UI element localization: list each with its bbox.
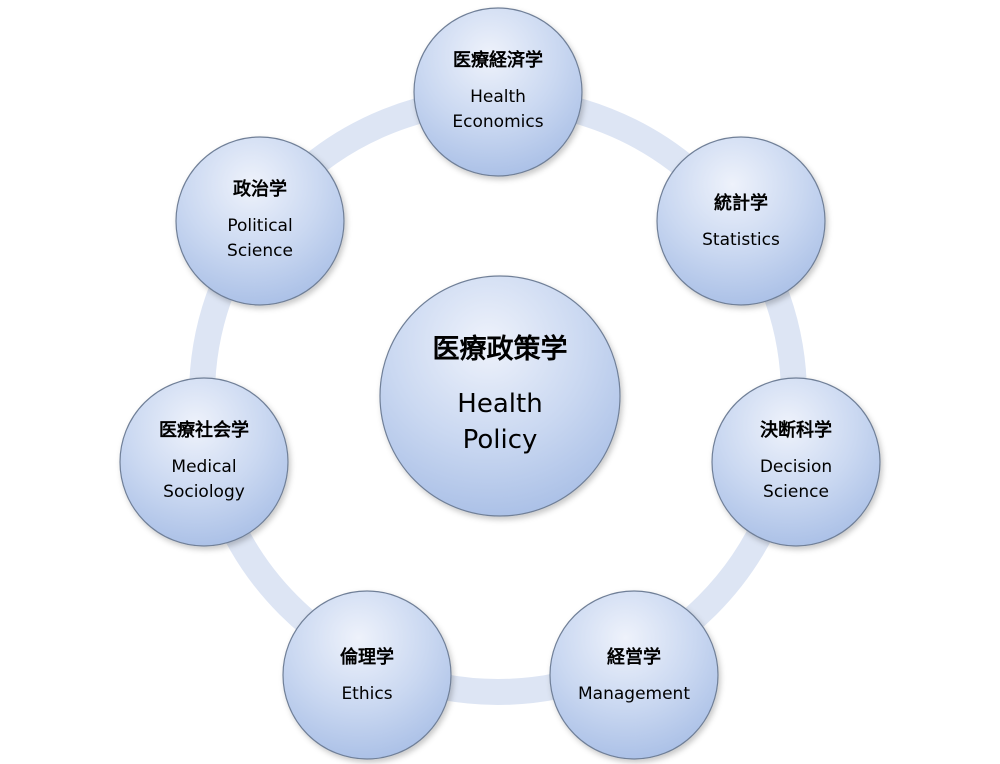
- node-label-en-health-economics-line2: Economics: [452, 112, 543, 132]
- node-label-en-political-science-line1: Political: [227, 216, 292, 236]
- node-label-ja-decision-science: 決断科学: [760, 419, 832, 441]
- node-label-en-medical-sociology-line1: Medical: [171, 457, 236, 477]
- node-circle-health-economics: [413, 7, 583, 177]
- node-circle-medical-sociology: [119, 377, 289, 547]
- node-circle-statistics: [656, 136, 826, 306]
- center-title-en-line2: Policy: [463, 425, 538, 455]
- node-label-ja-health-economics: 医療経済学: [453, 49, 543, 71]
- node-label-ja-ethics: 倫理学: [340, 646, 394, 668]
- nodes-layer: 医療経済学HealthEconomics統計学Statistics決断科学Dec…: [119, 7, 881, 760]
- node-label-en-medical-sociology-line2: Sociology: [163, 482, 245, 502]
- node-circle-ethics: [282, 590, 452, 760]
- node-label-en-health-economics-line1: Health: [470, 87, 526, 107]
- node-label-ja-political-science: 政治学: [233, 178, 287, 200]
- node-label-en-statistics-line1: Statistics: [702, 230, 780, 250]
- center-title-ja: 医療政策学: [433, 333, 568, 365]
- node-circle-political-science: [175, 136, 345, 306]
- node-circle-management: [549, 590, 719, 760]
- node-label-ja-management: 経営学: [607, 646, 661, 668]
- node-label-en-decision-science-line1: Decision: [760, 457, 832, 477]
- node-statistics: 統計学 Statistics: [656, 136, 826, 306]
- center-title-en-line1: Health: [457, 389, 542, 419]
- node-circle-decision-science: [711, 377, 881, 547]
- node-label-en-ethics-line1: Ethics: [341, 684, 392, 704]
- node-ethics: 倫理学 Ethics: [282, 590, 452, 760]
- center-node: [379, 275, 621, 517]
- node-label-ja-statistics: 統計学: [714, 192, 768, 214]
- center-node-circle: [379, 275, 621, 517]
- node-label-en-decision-science-line2: Science: [763, 482, 829, 502]
- node-label-en-political-science-line2: Science: [227, 241, 293, 261]
- node-label-en-management-line1: Management: [578, 684, 690, 704]
- node-label-ja-medical-sociology: 医療社会学: [159, 419, 249, 441]
- node-management: 経営学 Management: [549, 590, 719, 760]
